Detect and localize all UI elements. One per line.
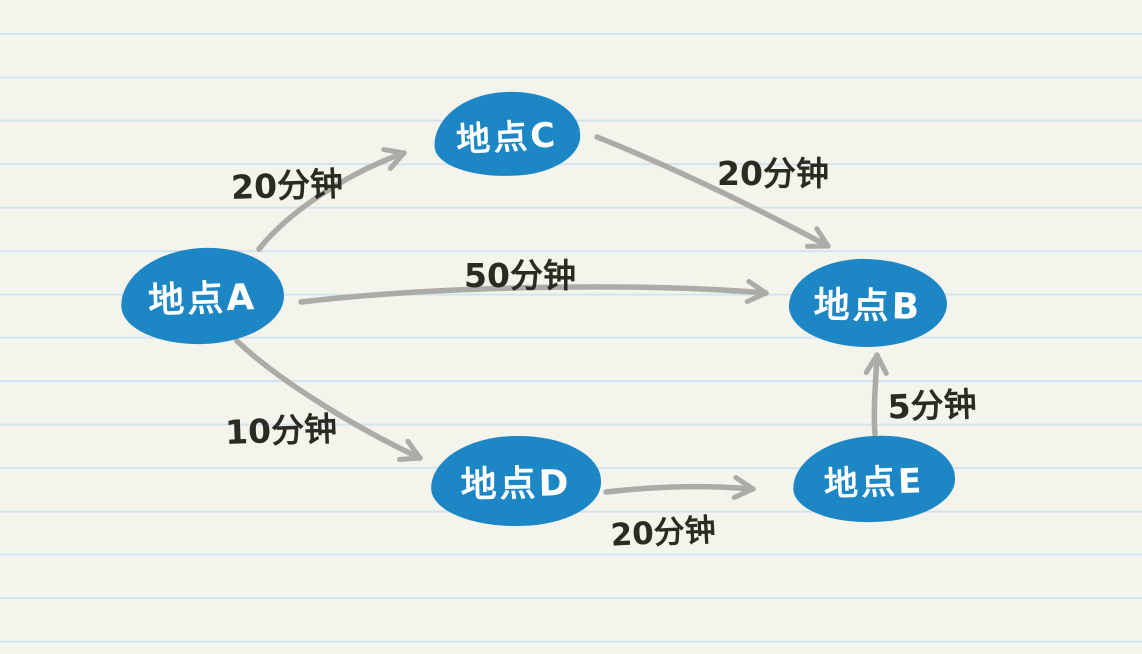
edge-label-c-to-b: 20分钟 bbox=[717, 154, 829, 193]
arrow-c-to-b bbox=[594, 134, 831, 249]
edge-label-a-to-b: 50分钟 bbox=[464, 256, 576, 295]
arrow-a-to-d bbox=[234, 338, 423, 462]
arrow-d-to-e bbox=[603, 475, 756, 500]
arrow-e-to-b bbox=[863, 352, 889, 437]
edge-label-a-to-c: 20分钟 bbox=[230, 164, 344, 207]
arrow-a-to-b bbox=[298, 279, 769, 305]
edge-label-a-to-d: 10分钟 bbox=[224, 409, 338, 452]
edge-label-d-to-e: 20分钟 bbox=[609, 512, 717, 554]
edge-label-e-to-b: 5分钟 bbox=[886, 384, 978, 427]
arrow-a-to-c bbox=[256, 147, 407, 252]
